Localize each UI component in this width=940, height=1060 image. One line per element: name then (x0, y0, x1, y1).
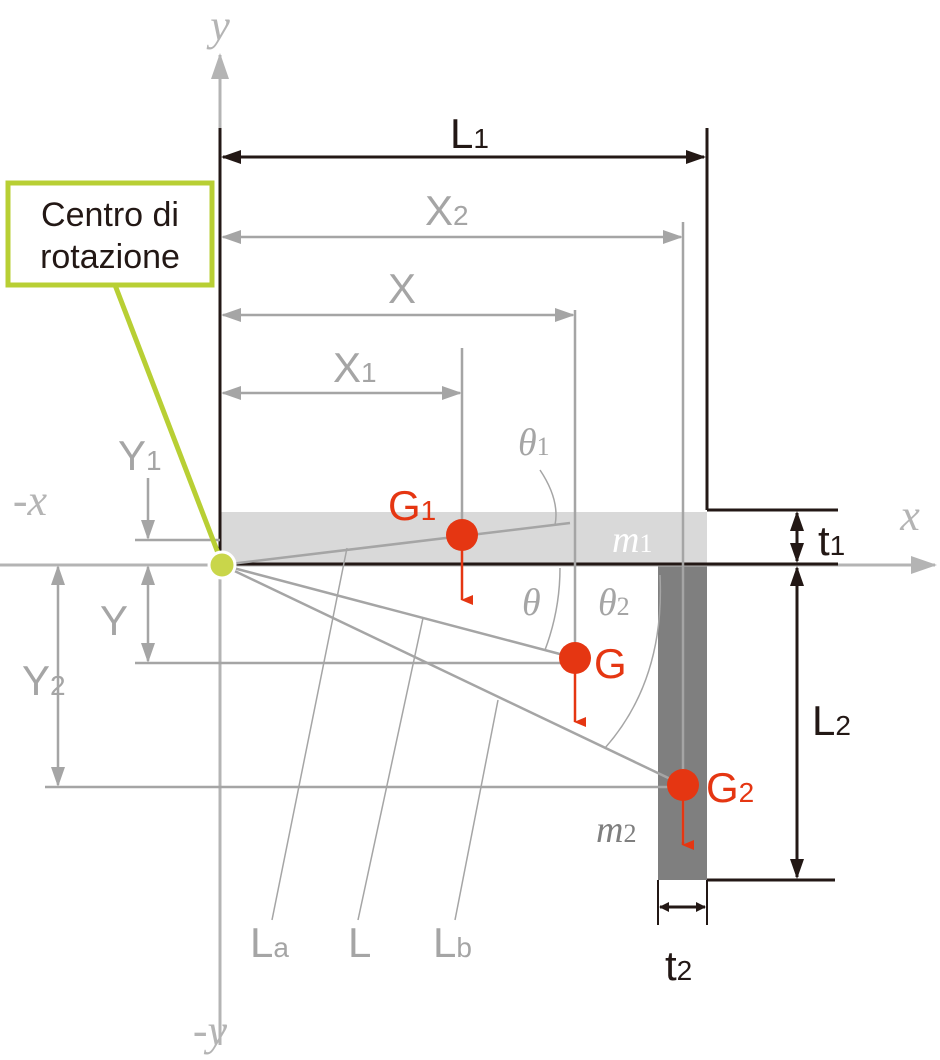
Y1-label: Y1 (118, 432, 162, 479)
t2-label: t2 (665, 942, 692, 989)
callout-box (5, 180, 215, 288)
pivot-point (207, 550, 237, 580)
y-axis-label: y (206, 1, 230, 50)
L2-label: L2 (812, 697, 851, 744)
La-label: La (250, 919, 289, 966)
neg-x-axis-label: -x (13, 476, 48, 525)
G2-label: G2 (706, 764, 754, 811)
profile-outline (218, 128, 838, 925)
gray-dimensions (45, 222, 685, 921)
G-label: G (594, 640, 627, 687)
neg-y-axis-label: -y (193, 1006, 228, 1055)
m1-label: m1 (612, 519, 652, 561)
theta2-label: θ2 (598, 582, 630, 624)
t1-label: t1 (818, 517, 845, 564)
gravity-centers (446, 519, 699, 850)
Y-label: Y (100, 597, 128, 644)
X-label: X (388, 265, 416, 312)
x-axis-label: x (899, 491, 920, 540)
callout-line1: Centro di (41, 196, 179, 234)
Y2-label: Y2 (22, 657, 66, 704)
m2-label: m2 (596, 809, 636, 851)
X1-label: X1 (333, 344, 377, 391)
callout-leader (112, 284, 221, 554)
L-label: L (348, 919, 371, 966)
Lb-label: Lb (433, 919, 472, 966)
theta1-label: θ1 (518, 422, 550, 464)
G1-label: G1 (388, 482, 436, 529)
callout-line2: rotazione (40, 238, 180, 276)
L1-label: L1 (450, 110, 489, 157)
X2-label: X2 (425, 187, 469, 234)
theta-label: θ (522, 582, 541, 624)
